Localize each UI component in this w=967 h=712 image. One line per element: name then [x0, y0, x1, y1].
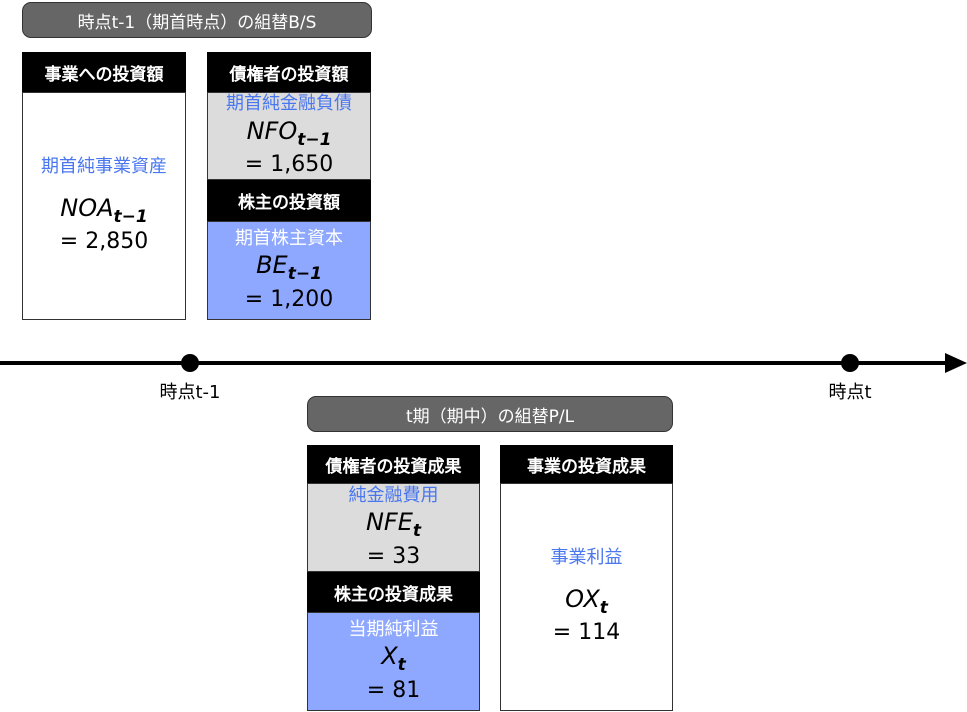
timeline-end-label: 時点t: [828, 382, 872, 403]
x-value: = 81: [366, 677, 421, 703]
x-label: 当期純利益: [348, 618, 439, 640]
noa-header: 事業への投資額: [22, 52, 186, 92]
noa-symbol: NOAt−1: [60, 193, 148, 227]
be-symbol: BEt−1: [256, 251, 322, 285]
noa-label: 期首純事業資産: [41, 156, 167, 178]
nfe-symbol: NFEt: [365, 508, 422, 542]
x-symbol: Xt: [381, 642, 406, 676]
pl-title: t期（期中）の組替P/L: [307, 396, 673, 432]
timeline-dot-start: [181, 354, 199, 372]
ox-box: 事業利益 OXt = 114: [500, 483, 673, 711]
timeline-dot-end: [841, 354, 859, 372]
nfe-box: 純金融費用 NFEt = 33: [307, 483, 480, 572]
noa-value: = 2,850: [59, 229, 149, 255]
be-header: 株主の投資額: [207, 180, 371, 221]
timeline-arrow: [0, 353, 967, 373]
nfe-value: = 33: [366, 543, 421, 569]
nfo-box: 期首純金融負債 NFOt−1 = 1,650: [207, 92, 371, 180]
arrowhead-icon: [945, 353, 967, 373]
ox-label: 事業利益: [550, 547, 623, 569]
nfo-header: 債権者の投資額: [207, 52, 371, 92]
ox-header: 事業の投資成果: [500, 445, 673, 483]
bs-title: 時点t-1（期首時点）の組替B/S: [22, 2, 372, 38]
noa-box: 期首純事業資産 NOAt−1 = 2,850: [22, 92, 186, 320]
nfo-label: 期首純金融負債: [226, 93, 352, 115]
be-value: = 1,200: [244, 286, 334, 312]
be-box: 期首株主資本 BEt−1 = 1,200: [207, 221, 371, 320]
x-box: 当期純利益 Xt = 81: [307, 612, 480, 711]
nfe-header: 債権者の投資成果: [307, 445, 480, 483]
nfe-label: 純金融費用: [348, 484, 439, 506]
x-header: 株主の投資成果: [307, 572, 480, 612]
nfo-value: = 1,650: [244, 152, 334, 178]
ox-symbol: OXt: [565, 584, 608, 618]
be-label: 期首株主資本: [235, 227, 343, 249]
nfo-symbol: NFOt−1: [246, 116, 332, 150]
ox-value: = 114: [552, 620, 621, 646]
timeline-start-label: 時点t-1: [159, 382, 221, 403]
